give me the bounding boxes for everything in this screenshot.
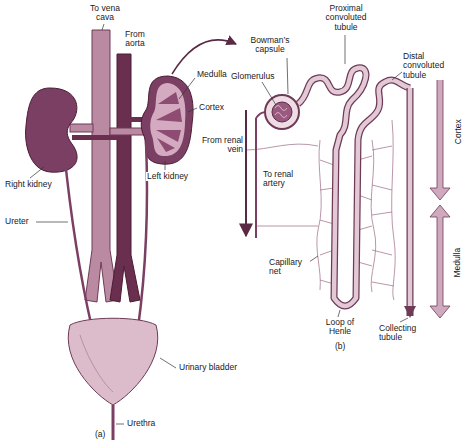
region-label: Cortex — [453, 118, 462, 145]
panel-letter: (a) — [94, 430, 110, 439]
part-label: Collecting tubule — [378, 324, 430, 343]
part-label: From renal vein — [200, 136, 244, 155]
kidney-cortex — [150, 83, 185, 156]
part-label: To vena cava — [80, 4, 130, 23]
glomerulus — [272, 102, 292, 122]
renal-vein — [70, 124, 93, 132]
leader-lines — [30, 24, 197, 424]
tubule — [298, 68, 410, 306]
vena-cava — [85, 30, 118, 302]
urinary-bladder — [68, 318, 158, 405]
bladder-shading — [80, 335, 113, 392]
part-label: Urethra — [126, 419, 168, 428]
glomerulus-loops — [275, 106, 287, 118]
part-label: From aorta — [116, 30, 154, 49]
renal-artery-vessel — [255, 118, 257, 238]
ureter — [64, 150, 92, 328]
part-label: Distal convoluted tubule — [402, 52, 454, 80]
medulla-range-arrow — [430, 205, 450, 318]
renal-vein-vessel — [245, 110, 247, 236]
part-label: Cortex — [198, 103, 236, 112]
kidney — [26, 88, 78, 172]
cortex-range-arrow — [430, 62, 450, 200]
part-label: Urinary bladder — [178, 363, 250, 372]
leader-lines — [262, 35, 408, 322]
bowmans-capsule — [265, 95, 299, 129]
part-label: Left kidney — [146, 172, 198, 181]
capillary-net — [246, 120, 395, 300]
part-label: Right kidney — [4, 180, 66, 189]
tubule-outline — [298, 68, 410, 306]
region-label: Medulla — [453, 246, 462, 278]
part-label: Ureter — [4, 217, 36, 226]
collecting-tubule-outline — [407, 88, 414, 316]
urethra — [112, 405, 115, 440]
part-label: Glomerulus — [230, 72, 276, 81]
flow-arrowhead — [404, 306, 416, 318]
part-label: To renal artery — [262, 170, 300, 189]
ureter — [138, 142, 147, 328]
kidney — [141, 76, 193, 164]
collecting-tubule — [408, 88, 413, 308]
medulla-pyramids — [156, 92, 182, 152]
renal-artery — [72, 135, 118, 140]
zoom-arrow — [172, 40, 236, 74]
panel-letter: (b) — [334, 342, 350, 351]
part-label: Loop of Henle — [318, 318, 362, 337]
renal-vein — [110, 128, 144, 135]
part-label: Bowman’s capsule — [246, 36, 294, 55]
aorta — [110, 54, 140, 302]
part-label: Proximal convoluted tubule — [318, 4, 374, 32]
part-label: Capillary net — [268, 258, 310, 277]
